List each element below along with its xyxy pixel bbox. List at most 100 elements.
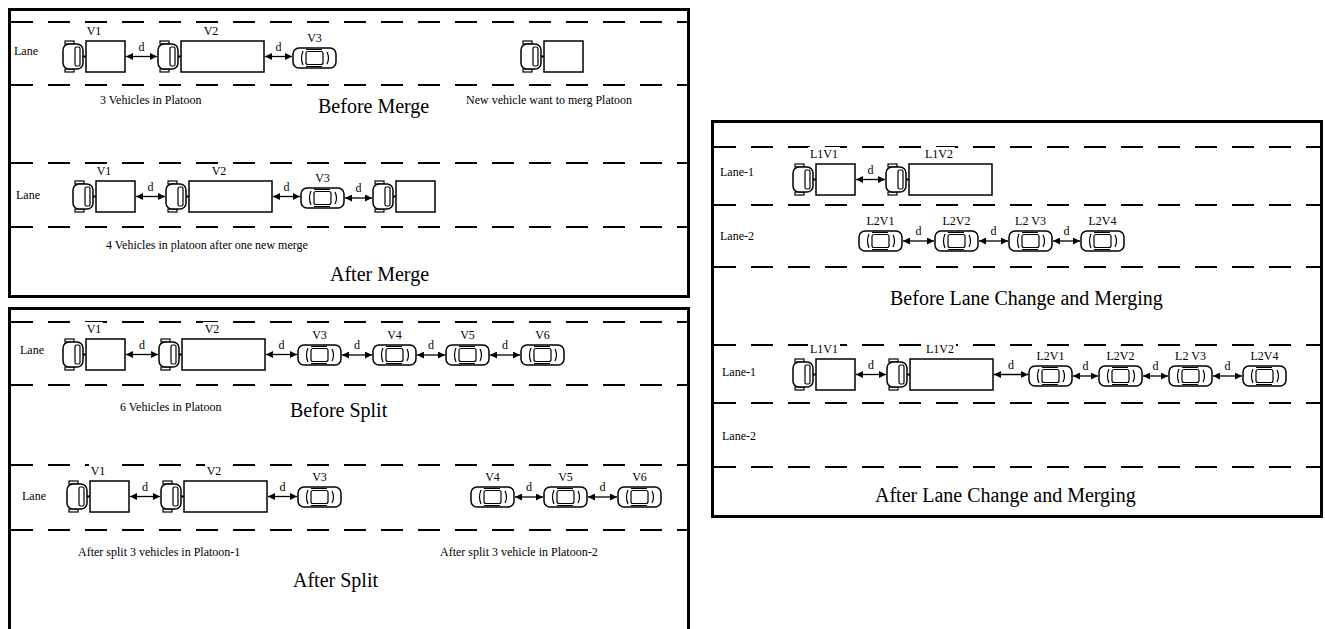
car-icon <box>934 230 979 252</box>
vehicle-label: L1V2 <box>923 147 955 161</box>
distance-arrow <box>268 496 297 497</box>
vehicle-label: V1 <box>95 164 114 178</box>
truck-icon <box>67 481 129 512</box>
distance-arrow <box>130 496 160 497</box>
lane-marking <box>714 402 1320 404</box>
gap-label: d <box>525 480 533 494</box>
vehicle: V2 <box>160 464 268 513</box>
car-icon <box>520 344 565 366</box>
vehicle-label-row: L1V1 <box>792 342 856 358</box>
truck-icon <box>73 181 135 212</box>
merged-truck-icon <box>373 181 435 212</box>
vehicle-label-row: V3 <box>297 328 342 344</box>
car-icon <box>1008 230 1053 252</box>
gap-label: d <box>1152 359 1160 373</box>
caption: After split 3 vehicles in Platoon-1 <box>78 545 240 559</box>
long-truck-icon <box>166 181 272 212</box>
car-icon <box>297 486 342 508</box>
distance-arrow <box>979 240 1008 241</box>
vehicle-label-row: L2V1 <box>858 214 903 230</box>
stage-title: After Merge <box>330 262 429 286</box>
caption: 6 Vehicles in Platoon <box>120 400 221 414</box>
gap-label: d <box>427 338 435 352</box>
truck-icon <box>63 339 125 370</box>
truck-icon <box>793 359 855 390</box>
vehicle: V1 <box>62 322 126 371</box>
vehicle-label-row: V6 <box>617 470 662 486</box>
distance-arrow <box>1143 375 1168 376</box>
vehicle-label-row: V2 <box>157 24 265 40</box>
vehicle: L2V2 <box>934 214 979 252</box>
distance-arrow <box>856 179 885 180</box>
distance-arrow <box>515 496 543 497</box>
distance-arrow <box>126 56 157 57</box>
vehicle-label: V3 <box>305 31 324 45</box>
lane-label: Lane <box>14 44 38 58</box>
car-icon <box>446 345 489 365</box>
lane-marking <box>714 146 1320 148</box>
vehicle: L2V2 <box>1098 349 1143 387</box>
stage-title: After Lane Change and Merging <box>875 483 1136 507</box>
car-icon <box>373 345 416 365</box>
vehicle-label-row: L1V2 <box>886 342 994 358</box>
vehicle-label: L2 V3 <box>1013 214 1048 228</box>
car-icon <box>544 487 587 507</box>
vehicle-label: V6 <box>533 328 552 342</box>
truck-icon <box>793 164 855 195</box>
car-icon <box>617 486 662 508</box>
gap-label: d <box>138 338 146 352</box>
gap-label: d <box>501 338 509 352</box>
car-icon <box>300 187 345 209</box>
car-icon <box>521 345 564 365</box>
car-icon <box>1009 231 1052 251</box>
lane-marking <box>714 466 1320 468</box>
vehicle-label: V5 <box>458 328 477 342</box>
vehicle-label: V3 <box>313 171 332 185</box>
car-icon <box>1029 366 1072 386</box>
vehicle-label-row: L2V2 <box>934 214 979 230</box>
gap-label: d <box>141 480 149 494</box>
car-icon <box>1169 366 1212 386</box>
car-icon <box>859 231 902 251</box>
lane-marking <box>714 344 1320 346</box>
scenario-panel: Lane-1Lane-2Before Lane Change and Mergi… <box>711 120 1323 518</box>
car-icon <box>301 188 344 208</box>
lane-label: Lane-2 <box>720 229 754 243</box>
vehicle-label: L1V2 <box>924 342 956 356</box>
vehicle: L2V4 <box>1242 349 1287 387</box>
vehicle-label: V4 <box>385 328 404 342</box>
vehicle: V3 <box>292 31 337 69</box>
long-truck-icon <box>157 40 265 73</box>
car-icon <box>297 344 342 366</box>
vehicle: V3 <box>300 171 345 209</box>
vehicle-label-row: L2V4 <box>1080 214 1125 230</box>
gap-label: d <box>1007 358 1015 372</box>
vehicle: V5 <box>543 470 588 508</box>
merging-truck-icon <box>521 41 583 72</box>
vehicle: V4 <box>372 328 417 366</box>
vehicle-label-row: V1 <box>62 322 126 338</box>
lane-label: Lane <box>22 489 46 503</box>
vehicle-label-row: V2 <box>160 464 268 480</box>
lane-marking <box>11 384 687 386</box>
lane-label: Lane <box>16 188 40 202</box>
distance-arrow <box>1073 375 1098 376</box>
vehicle-label-row: V5 <box>445 328 490 344</box>
gap-label: d <box>278 338 286 352</box>
vehicle-label-row: V3 <box>292 31 337 47</box>
gap-label: d <box>275 40 283 54</box>
vehicle-label: V1 <box>89 464 108 478</box>
long-truck-icon <box>161 481 267 512</box>
distance-arrow <box>490 354 520 355</box>
gap-label: d <box>279 480 287 494</box>
vehicle-label: L2V1 <box>1035 349 1067 363</box>
distance-arrow <box>265 56 292 57</box>
car-icon <box>1098 365 1143 387</box>
vehicle-label-row: V5 <box>543 470 588 486</box>
car-icon <box>1080 230 1125 252</box>
stage-title: Before Lane Change and Merging <box>890 286 1163 310</box>
vehicle: L2V4 <box>1080 214 1125 252</box>
vehicle-label: V3 <box>310 328 329 342</box>
lane-marking <box>11 84 687 86</box>
